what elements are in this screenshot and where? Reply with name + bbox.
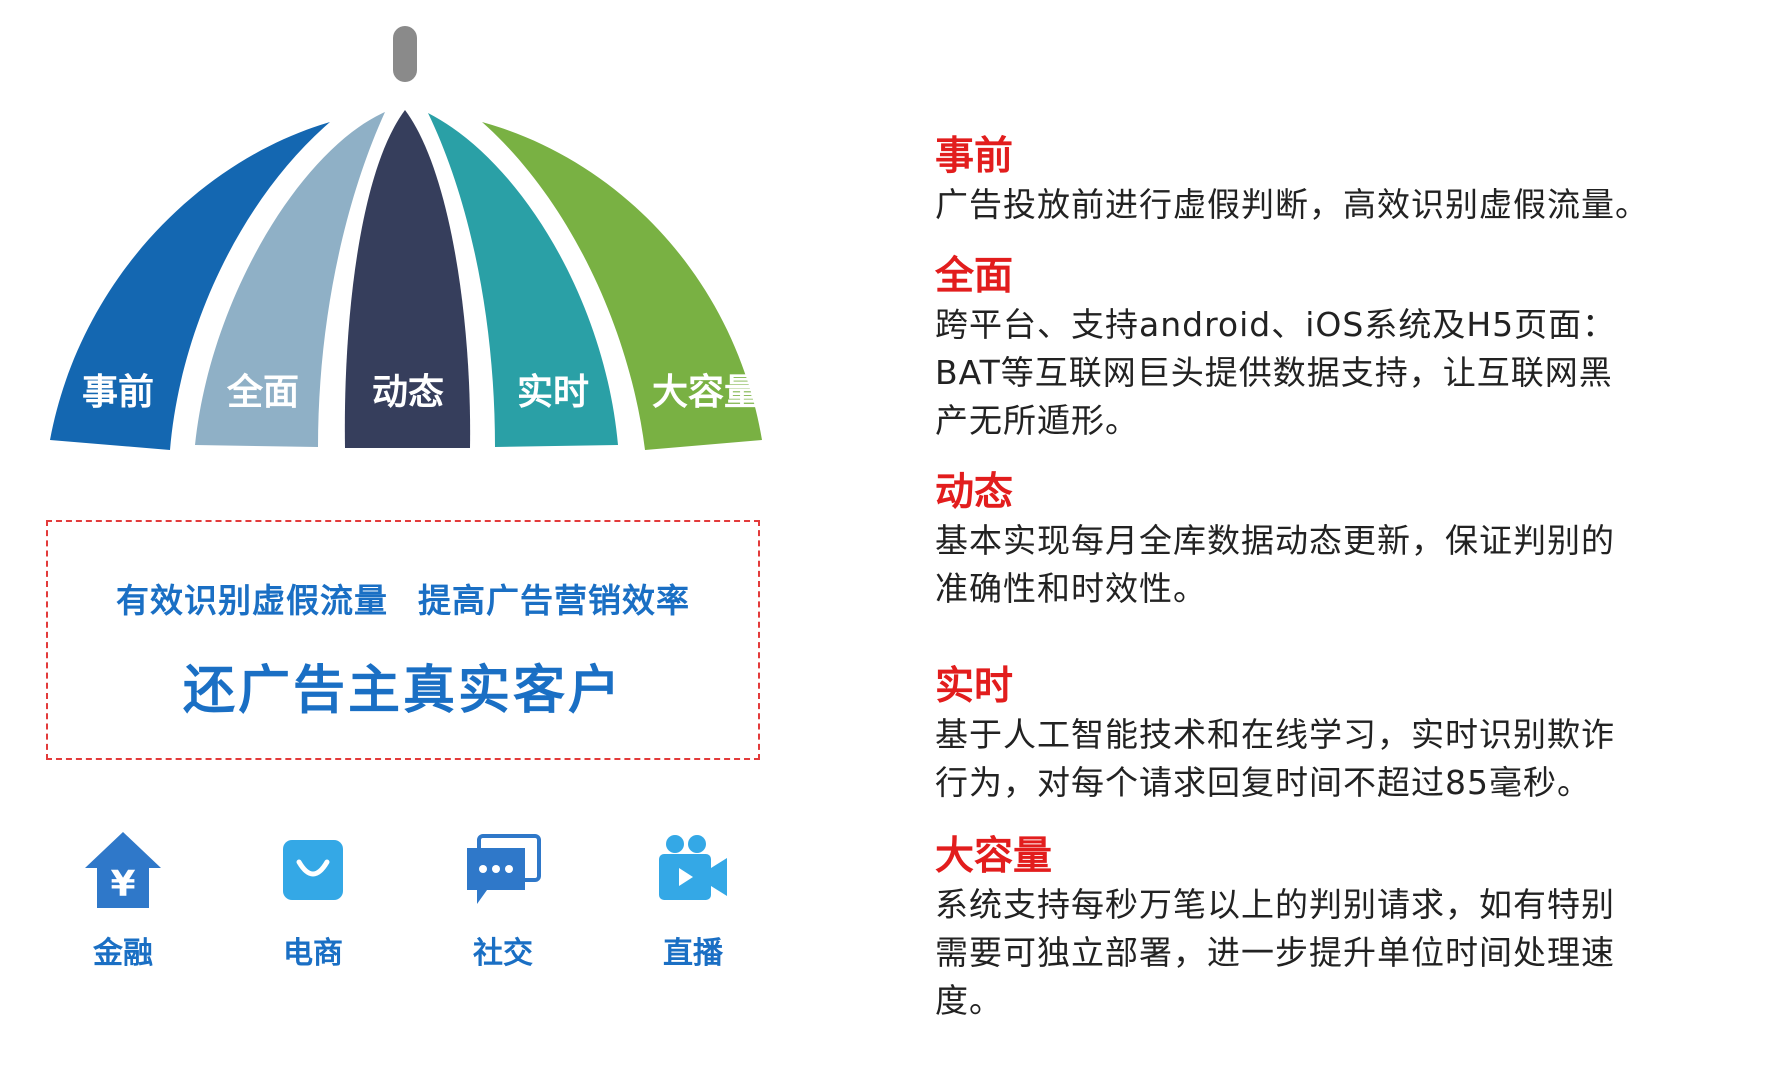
feature-desc-line: 系统支持每秒万笔以上的判别请求，如有特别 [935, 885, 1615, 924]
feature-desc-4: 基于人工智能技术和在线学习，实时识别欺诈 行为，对每个请求回复时间不超过85毫秒… [935, 711, 1765, 807]
video-camera-icon [659, 835, 727, 900]
feature-desc-line: BAT等互联网巨头提供数据支持，让互联网黑 [935, 353, 1613, 392]
feature-desc-line: 跨平台、支持android、iOS系统及H5页面： [935, 305, 1617, 344]
umbrella-segment-1 [50, 122, 330, 450]
feature-desc-5: 系统支持每秒万笔以上的判别请求，如有特别 需要可独立部署，进一步提升单位时间处理… [935, 881, 1765, 1025]
category-label-finance: 金融 [93, 936, 153, 971]
feature-item-1: 事前 广告投放前进行虚假判断，高效识别虚假流量。 [935, 133, 1765, 229]
feature-title-5: 大容量 [935, 834, 1053, 879]
feature-item-5: 大容量 系统支持每秒万笔以上的判别请求，如有特别 需要可独立部署，进一步提升单位… [935, 833, 1765, 1025]
umbrella-segment-3 [344, 110, 471, 448]
category-label-live: 直播 [663, 936, 723, 971]
umbrella-handle [393, 26, 417, 82]
feature-desc-line: 需要可独立部署，进一步提升单位时间处理速 [935, 933, 1615, 972]
category-finance: ¥ 金融 [63, 830, 183, 972]
umbrella-segment-4 [428, 113, 618, 447]
feature-desc-line: 基本实现每月全库数据动态更新，保证判别的 [935, 521, 1615, 560]
feature-title-2: 全面 [935, 254, 1014, 299]
feature-desc-line: 基于人工智能技术和在线学习，实时识别欺诈 [935, 715, 1615, 754]
feature-title-3: 动态 [935, 470, 1014, 515]
finance-house-yen-icon: ¥ [85, 832, 161, 908]
category-social: 社交 [443, 830, 563, 972]
category-label-social: 社交 [473, 936, 533, 971]
svg-text:¥: ¥ [110, 864, 135, 905]
category-ecommerce: 电商 [253, 830, 373, 972]
umbrella-label-2: 全面 [226, 372, 299, 413]
feature-desc-2: 跨平台、支持android、iOS系统及H5页面： BAT等互联网巨头提供数据支… [935, 301, 1765, 445]
feature-desc-line: 准确性和时效性。 [935, 569, 1207, 608]
umbrella-label-4: 实时 [516, 372, 589, 413]
umbrella-label-1: 事前 [81, 372, 154, 413]
feature-desc-line: 广告投放前进行虚假判断，高效识别虚假流量。 [935, 185, 1649, 224]
feature-desc-line: 度。 [935, 981, 1003, 1020]
feature-desc-line: 产无所遁形。 [935, 401, 1139, 440]
chat-bubbles-icon [467, 834, 541, 904]
feature-desc-1: 广告投放前进行虚假判断，高效识别虚假流量。 [935, 181, 1765, 229]
slogan-line2: 还广告主真实客户 [182, 661, 623, 721]
feature-title-1: 事前 [935, 134, 1014, 179]
slogan-box: 有效识别虚假流量提高广告营销效率 还广告主真实客户 [46, 520, 760, 760]
feature-item-2: 全面 跨平台、支持android、iOS系统及H5页面： BAT等互联网巨头提供… [935, 253, 1765, 445]
umbrella-label-5: 大容量 [651, 372, 760, 413]
feature-desc-3: 基本实现每月全库数据动态更新，保证判别的 准确性和时效性。 [935, 517, 1765, 613]
category-live: 直播 [633, 830, 753, 972]
umbrella-segment-5 [482, 122, 762, 450]
feature-desc-line: 行为，对每个请求回复时间不超过85毫秒。 [935, 763, 1591, 802]
umbrella-label-3: 动态 [371, 372, 444, 413]
umbrella-diagram [50, 26, 762, 450]
feature-item-3: 动态 基本实现每月全库数据动态更新，保证判别的 准确性和时效性。 [935, 469, 1765, 613]
slogan-phrase-1: 有效识别虚假流量 [116, 581, 388, 620]
category-label-ecommerce: 电商 [283, 936, 343, 971]
shopping-bag-icon [283, 840, 343, 900]
umbrella-segment-2 [195, 112, 385, 447]
slogan-phrase-2: 提高广告营销效率 [418, 581, 690, 620]
slogan-line1: 有效识别虚假流量提高广告营销效率 [48, 574, 758, 622]
feature-title-4: 实时 [935, 664, 1014, 709]
feature-item-4: 实时 基于人工智能技术和在线学习，实时识别欺诈 行为，对每个请求回复时间不超过8… [935, 663, 1765, 807]
